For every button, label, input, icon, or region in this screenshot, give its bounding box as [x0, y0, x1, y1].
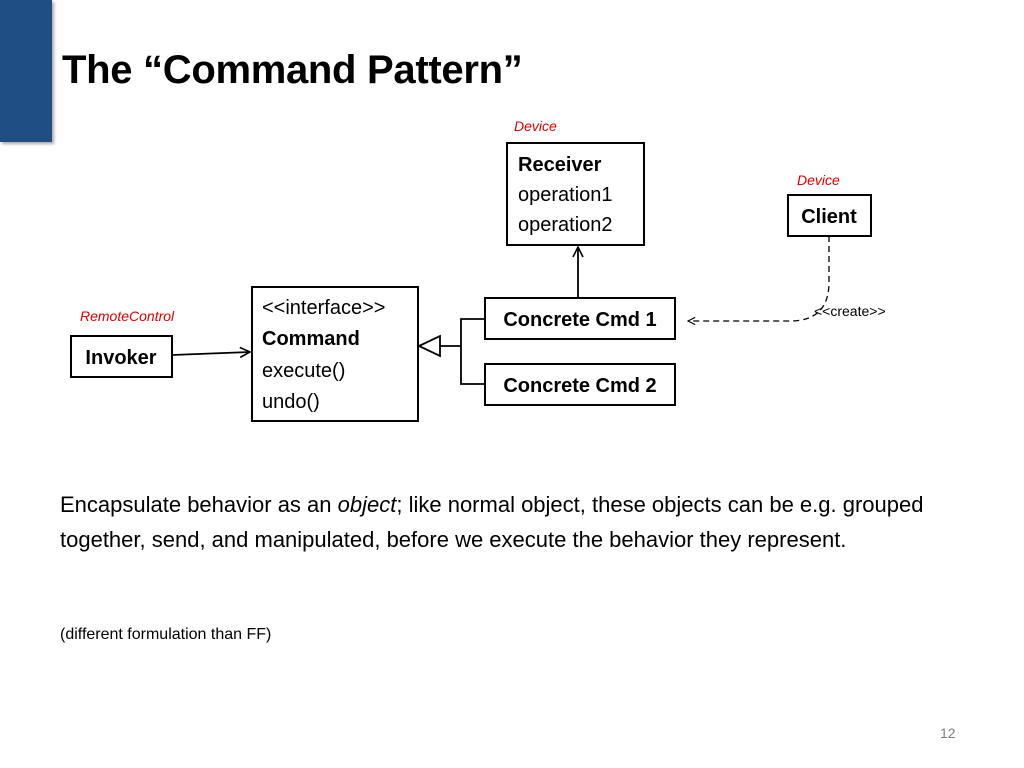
concrete-cmd-2-name: Concrete Cmd 2	[503, 375, 656, 397]
receiver-operation-1: operation1	[518, 184, 613, 206]
client-name: Client	[801, 206, 857, 228]
realization-connector	[440, 318, 485, 385]
invoker-box	[70, 335, 173, 378]
concrete-cmd-1-box	[484, 297, 676, 340]
invoker-role-label: RemoteControl	[80, 308, 175, 324]
command-method-undo: undo()	[262, 391, 320, 413]
receiver-role-label: Device	[514, 118, 557, 134]
receiver-box	[506, 142, 645, 246]
slide-note: (different formulation than FF)	[60, 626, 272, 643]
concrete-cmd-1-name: Concrete Cmd 1	[503, 309, 656, 331]
command-name: Command	[262, 328, 360, 350]
command-interface-box	[251, 286, 419, 422]
invoker-to-command-arrow	[171, 352, 250, 355]
receiver-operation-2: operation2	[518, 214, 613, 236]
concrete-cmd-2-box	[484, 363, 676, 406]
command-method-execute: execute()	[262, 360, 345, 382]
receiver-name: Receiver	[518, 154, 602, 176]
title-accent-bar	[0, 0, 52, 142]
slide-title: The “Command Pattern”	[62, 48, 523, 92]
invoker-name: Invoker	[85, 347, 156, 369]
client-box	[787, 194, 872, 237]
emphasis-object: object	[337, 492, 397, 517]
slide-body-text: Encapsulate behavior as an object; like …	[60, 492, 924, 552]
client-role-label: Device	[797, 172, 840, 188]
page-number: 12	[940, 725, 956, 741]
create-stereotype-label: <<create>>	[814, 303, 886, 319]
client-create-dependency-arrow	[688, 236, 830, 321]
command-stereotype: <<interface>>	[262, 297, 385, 319]
realization-triangle-icon	[416, 334, 441, 358]
